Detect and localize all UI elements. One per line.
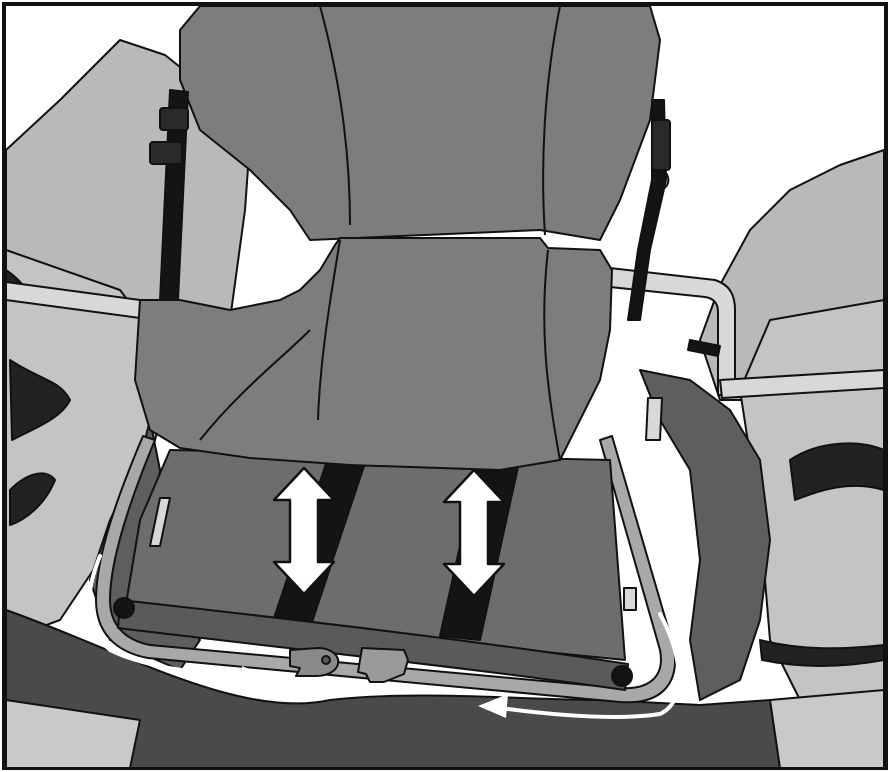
left-strap-clip-upper bbox=[159, 107, 189, 131]
left-frame-tab bbox=[149, 497, 171, 547]
adjust-arrow-right bbox=[442, 468, 506, 598]
routing-arrow-right-path bbox=[498, 612, 681, 719]
routing-arrowhead-right bbox=[478, 694, 508, 718]
routing-arrow-left-path bbox=[87, 554, 250, 678]
backrest-seam-right bbox=[542, 5, 561, 236]
right-strap-loop bbox=[659, 169, 670, 191]
seat-front-roll bbox=[117, 599, 629, 691]
right-strap-side bbox=[687, 339, 721, 357]
backrest bbox=[179, 5, 661, 241]
seat-roll-end-right bbox=[611, 665, 633, 687]
base-floor-right bbox=[769, 689, 885, 769]
adjust-arrow-left bbox=[272, 466, 336, 596]
cushion-seam-2 bbox=[543, 249, 561, 461]
right-side-dark-accent-2 bbox=[759, 639, 885, 667]
backrest-seam-left bbox=[319, 5, 351, 226]
right-seat-side-wall bbox=[639, 369, 771, 701]
left-side-dark-accent bbox=[9, 359, 71, 441]
routing-direction-arrow-icon bbox=[87, 554, 681, 719]
routing-arrowheads bbox=[242, 666, 508, 718]
left-strap-clip-lower bbox=[149, 141, 183, 165]
right-strap-clip bbox=[651, 119, 671, 171]
left-side-dark-accent-3 bbox=[9, 472, 56, 526]
buckle-female-icon bbox=[357, 647, 409, 683]
right-frame-tab-2 bbox=[623, 587, 637, 611]
seat-cushion-wrap bbox=[134, 237, 613, 471]
cushion-seam-1 bbox=[317, 239, 341, 421]
right-frame-tab bbox=[645, 397, 663, 441]
base-floor-light bbox=[5, 699, 141, 769]
routing-arrowhead-left bbox=[242, 666, 272, 690]
buckle-male-icon bbox=[289, 647, 340, 677]
scene bbox=[5, 5, 885, 769]
right-side-dark-accent bbox=[789, 442, 885, 501]
right-frame-crossbar bbox=[719, 369, 885, 399]
cushion-seam-3 bbox=[199, 329, 311, 441]
seat-roll-end-left bbox=[113, 597, 135, 619]
up-down-adjust-arrow-icon bbox=[272, 466, 506, 598]
